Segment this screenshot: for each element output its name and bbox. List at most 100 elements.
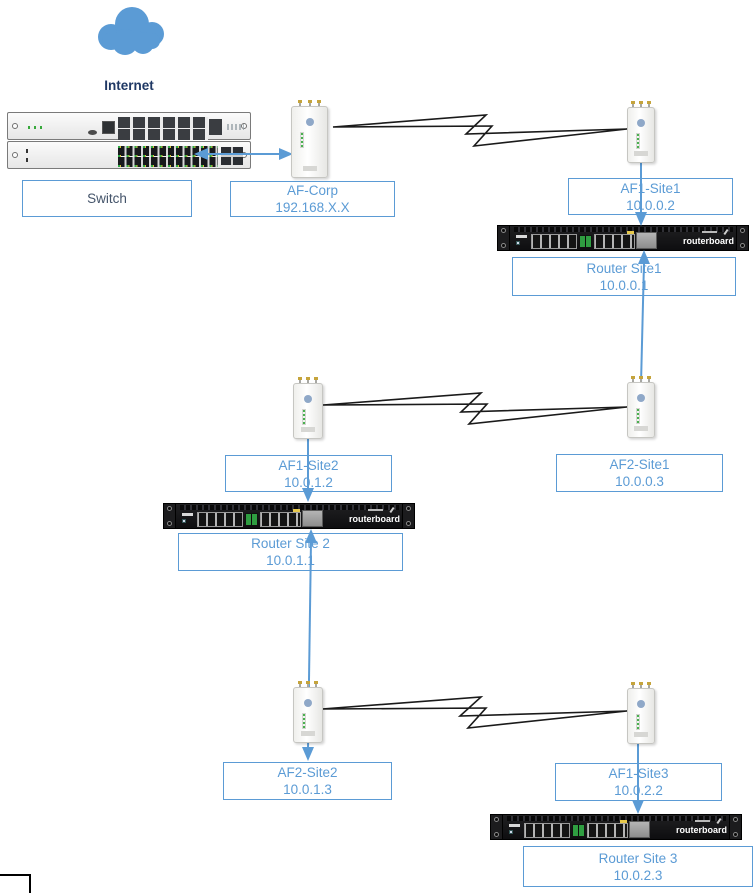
- vent-grille: [180, 505, 399, 510]
- lcd-screen: [629, 821, 650, 838]
- antenna-af2-site2: [293, 681, 323, 743]
- led-mark: [26, 158, 28, 162]
- led-mark: [26, 149, 28, 153]
- label-box-af1-site1: AF1-Site1 10.0.0.2: [568, 178, 733, 215]
- firewall-device: [7, 112, 251, 140]
- mgmt-port: [102, 121, 115, 134]
- node-name: Router Site 2: [251, 536, 330, 551]
- label-plate: [301, 427, 315, 432]
- antenna-body: [291, 106, 328, 178]
- port-leds: [118, 146, 218, 148]
- signal-leds: [302, 713, 306, 729]
- label-plate: [301, 731, 315, 736]
- antenna-body: [627, 382, 655, 438]
- node-name: AF2-Site1: [609, 457, 670, 472]
- antenna-af1-site2: [293, 377, 323, 439]
- antenna-stub-icon: [298, 681, 302, 689]
- antenna-stub-icon: [314, 377, 318, 385]
- signal-leds: [636, 133, 640, 149]
- internet-label: Internet: [104, 78, 154, 93]
- label-box-af2-site2: AF2-Site2 10.0.1.3: [223, 762, 392, 800]
- node-name: AF1-Site1: [620, 180, 681, 196]
- label-box-router-site2: Router Site 2 10.0.1.1: [178, 533, 403, 571]
- internet-cloud-icon: [86, 5, 176, 59]
- port-row: [118, 146, 218, 156]
- label-box-af2-site1: AF2-Site1 10.0.0.3: [556, 454, 723, 492]
- wireless-link-bolt-1: [332, 114, 628, 148]
- vent-grille: [507, 816, 726, 821]
- status-leds: [28, 126, 43, 129]
- lcd-screen: [636, 232, 657, 249]
- label-plate: [302, 166, 317, 171]
- poe-modules: [572, 824, 585, 837]
- node-name: Router Site1: [586, 260, 662, 276]
- sfp-label: [627, 231, 634, 234]
- node-ip: 10.0.2.3: [613, 867, 663, 883]
- ethernet-ports: [531, 234, 577, 249]
- label-box-switch: Switch: [22, 180, 192, 217]
- antenna-stub-icon: [298, 100, 302, 108]
- antenna-body: [627, 107, 655, 163]
- antenna-stub-icon: [639, 682, 643, 690]
- uplink-port: [209, 119, 222, 135]
- node-ip: 10.0.1.1: [266, 553, 315, 568]
- label-plate: [634, 426, 648, 431]
- rack-ear: [163, 503, 176, 529]
- port-row: [118, 157, 218, 167]
- reset-button: [88, 130, 97, 135]
- wireless-link-bolt-3: [321, 696, 628, 730]
- node-name: AF2-Site2: [277, 765, 338, 780]
- antenna-stub-icon: [647, 682, 651, 690]
- port-leds: [118, 155, 218, 157]
- sfp-label: [620, 820, 627, 823]
- routerboard-brand-text: routerboard: [348, 514, 400, 524]
- rack-ear: [736, 225, 749, 251]
- ethernet-ports: [594, 234, 635, 249]
- antenna-body: [627, 688, 655, 744]
- mikrotik-logo-icon: [695, 820, 710, 822]
- label-plate: [634, 732, 648, 737]
- antenna-stub-icon: [647, 376, 651, 384]
- ubiquiti-logo-icon: [304, 699, 312, 707]
- antenna-af2-site1: [627, 376, 655, 438]
- rack-ear: [490, 814, 503, 840]
- label-box-af1-site2: AF1-Site2 10.0.1.2: [225, 455, 392, 492]
- screw-icon: [12, 152, 18, 158]
- switch-device: [7, 141, 251, 169]
- antenna-stub-icon: [314, 681, 318, 689]
- ubiquiti-logo-icon: [305, 118, 314, 126]
- antenna-af1-site3: [627, 682, 655, 744]
- node-name: AF1-Site3: [608, 766, 669, 781]
- ethernet-ports: [524, 823, 570, 838]
- arrowhead-down: [632, 800, 644, 814]
- rack-ear: [402, 503, 415, 529]
- port-row: [118, 117, 208, 128]
- routerboard-brand-text: routerboard: [675, 825, 727, 835]
- signal-leds: [636, 714, 640, 730]
- power-led: [182, 519, 186, 523]
- model-text: [182, 513, 193, 516]
- power-led: [509, 830, 513, 834]
- antenna-stub-icon: [306, 377, 310, 385]
- node-name: AF-Corp: [286, 183, 338, 198]
- antenna-stub-icon: [317, 100, 321, 108]
- vent-grille: [514, 227, 733, 232]
- ubiquiti-logo-icon: [637, 394, 645, 402]
- node-ip: 10.0.0.1: [599, 277, 649, 293]
- node-ip: 10.0.0.3: [615, 474, 664, 489]
- port-leds: [118, 165, 218, 167]
- ubiquiti-logo-icon: [637, 119, 645, 127]
- node-ip: 10.0.2.2: [614, 783, 663, 798]
- screw-icon: [12, 123, 18, 129]
- partial-shape-fragment: [0, 874, 31, 893]
- router-site2-device: routerboard: [163, 503, 415, 529]
- signal-leds: [300, 132, 304, 148]
- antenna-body: [293, 383, 323, 439]
- router-site1-device: routerboard: [497, 225, 749, 251]
- antenna-body: [293, 687, 323, 743]
- poe-modules: [245, 513, 258, 526]
- ethernet-ports: [260, 512, 301, 527]
- rack-ear: [497, 225, 510, 251]
- antenna-stub-icon: [298, 377, 302, 385]
